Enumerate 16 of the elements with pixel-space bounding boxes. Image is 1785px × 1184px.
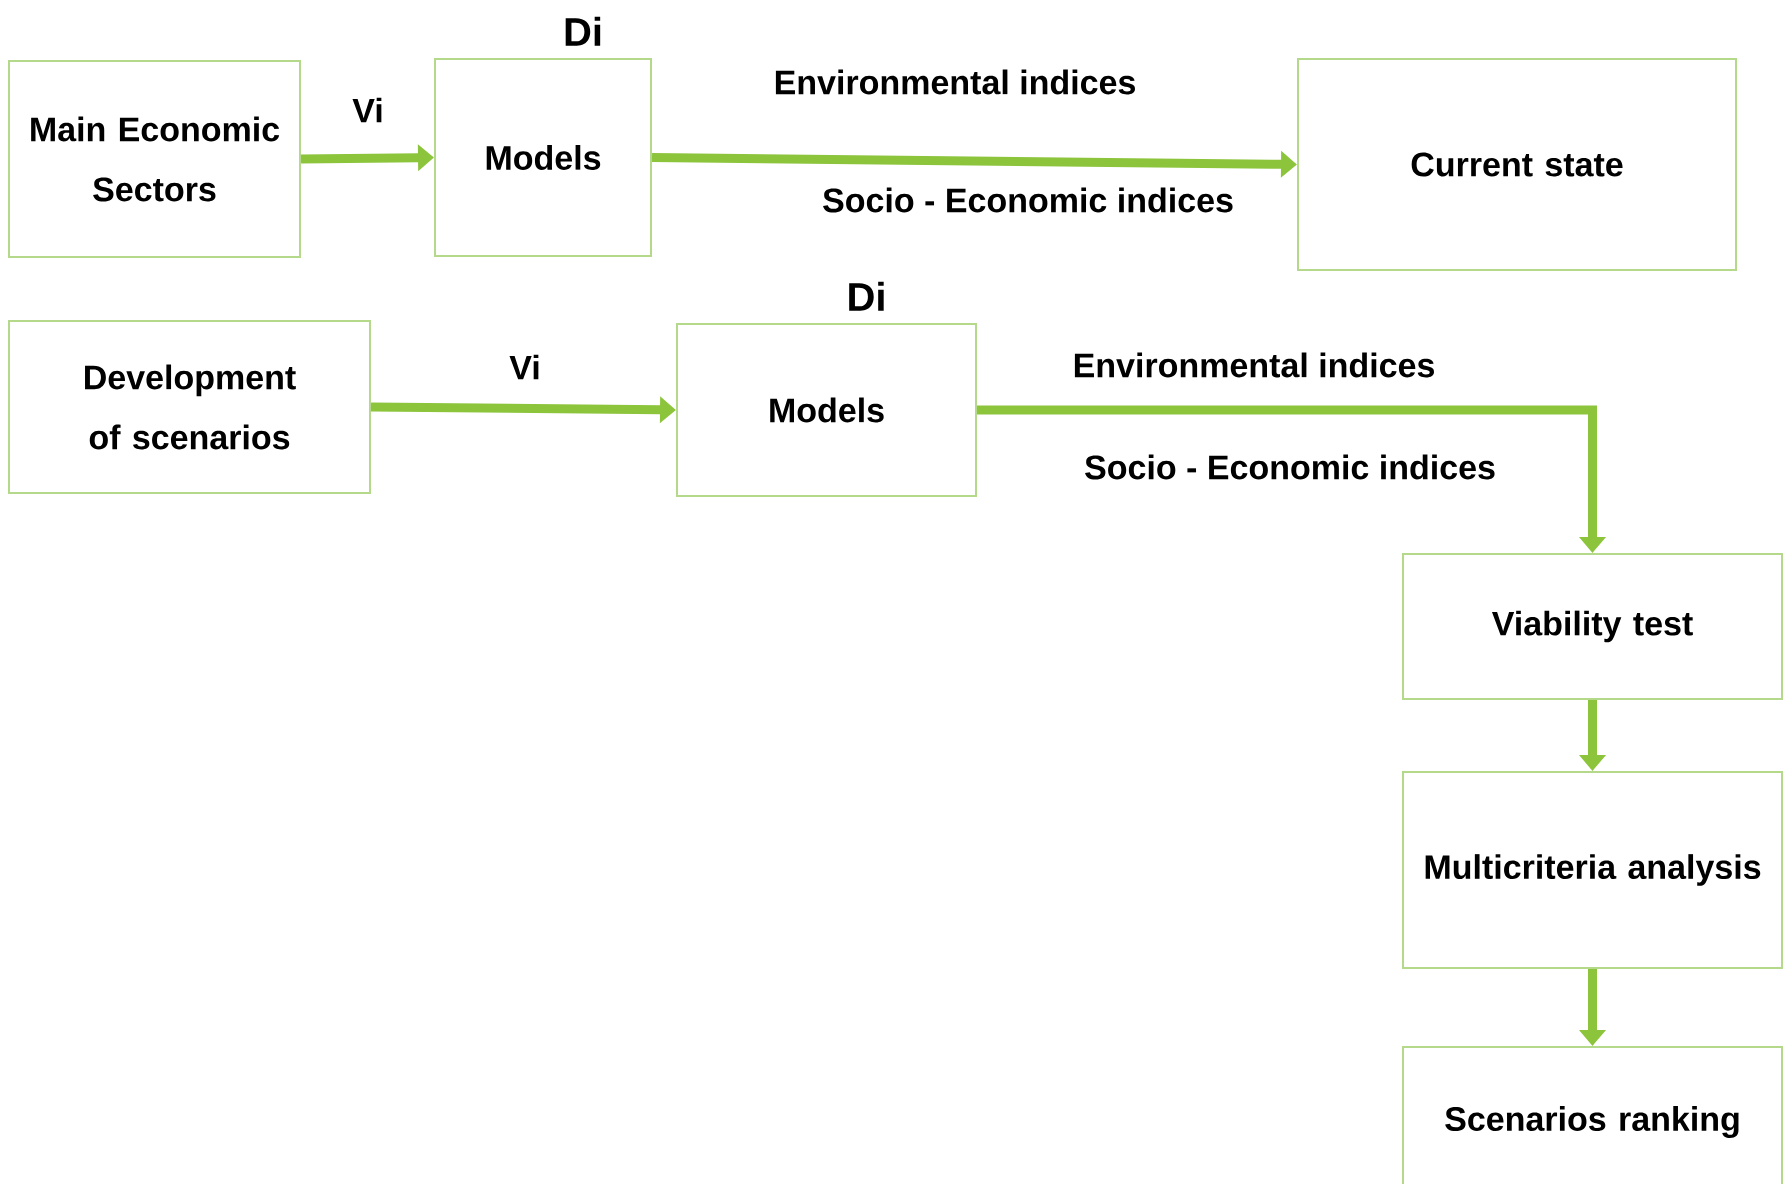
process-box: Viability test (1402, 553, 1783, 700)
index-label: Socio - Economic indices (1082, 452, 1498, 482)
process-box: Scenarios ranking (1402, 1046, 1783, 1184)
edge-label: Vi (352, 97, 382, 123)
edge-label: Vi (509, 354, 539, 380)
node-caption: Di (565, 16, 601, 46)
process-box: Main Economic Sectors (8, 60, 301, 258)
process-box: Multicriteria analysis (1402, 771, 1783, 969)
process-box: Models (434, 58, 652, 257)
process-box: Development of scenarios (8, 320, 371, 494)
index-label: Environmental indices (1070, 350, 1438, 380)
index-label: Environmental indices (771, 67, 1139, 97)
process-box: Models (676, 323, 977, 497)
process-box: Current state (1297, 58, 1737, 271)
node-caption: Di (849, 281, 884, 311)
index-label: Socio - Economic indices (820, 185, 1236, 215)
